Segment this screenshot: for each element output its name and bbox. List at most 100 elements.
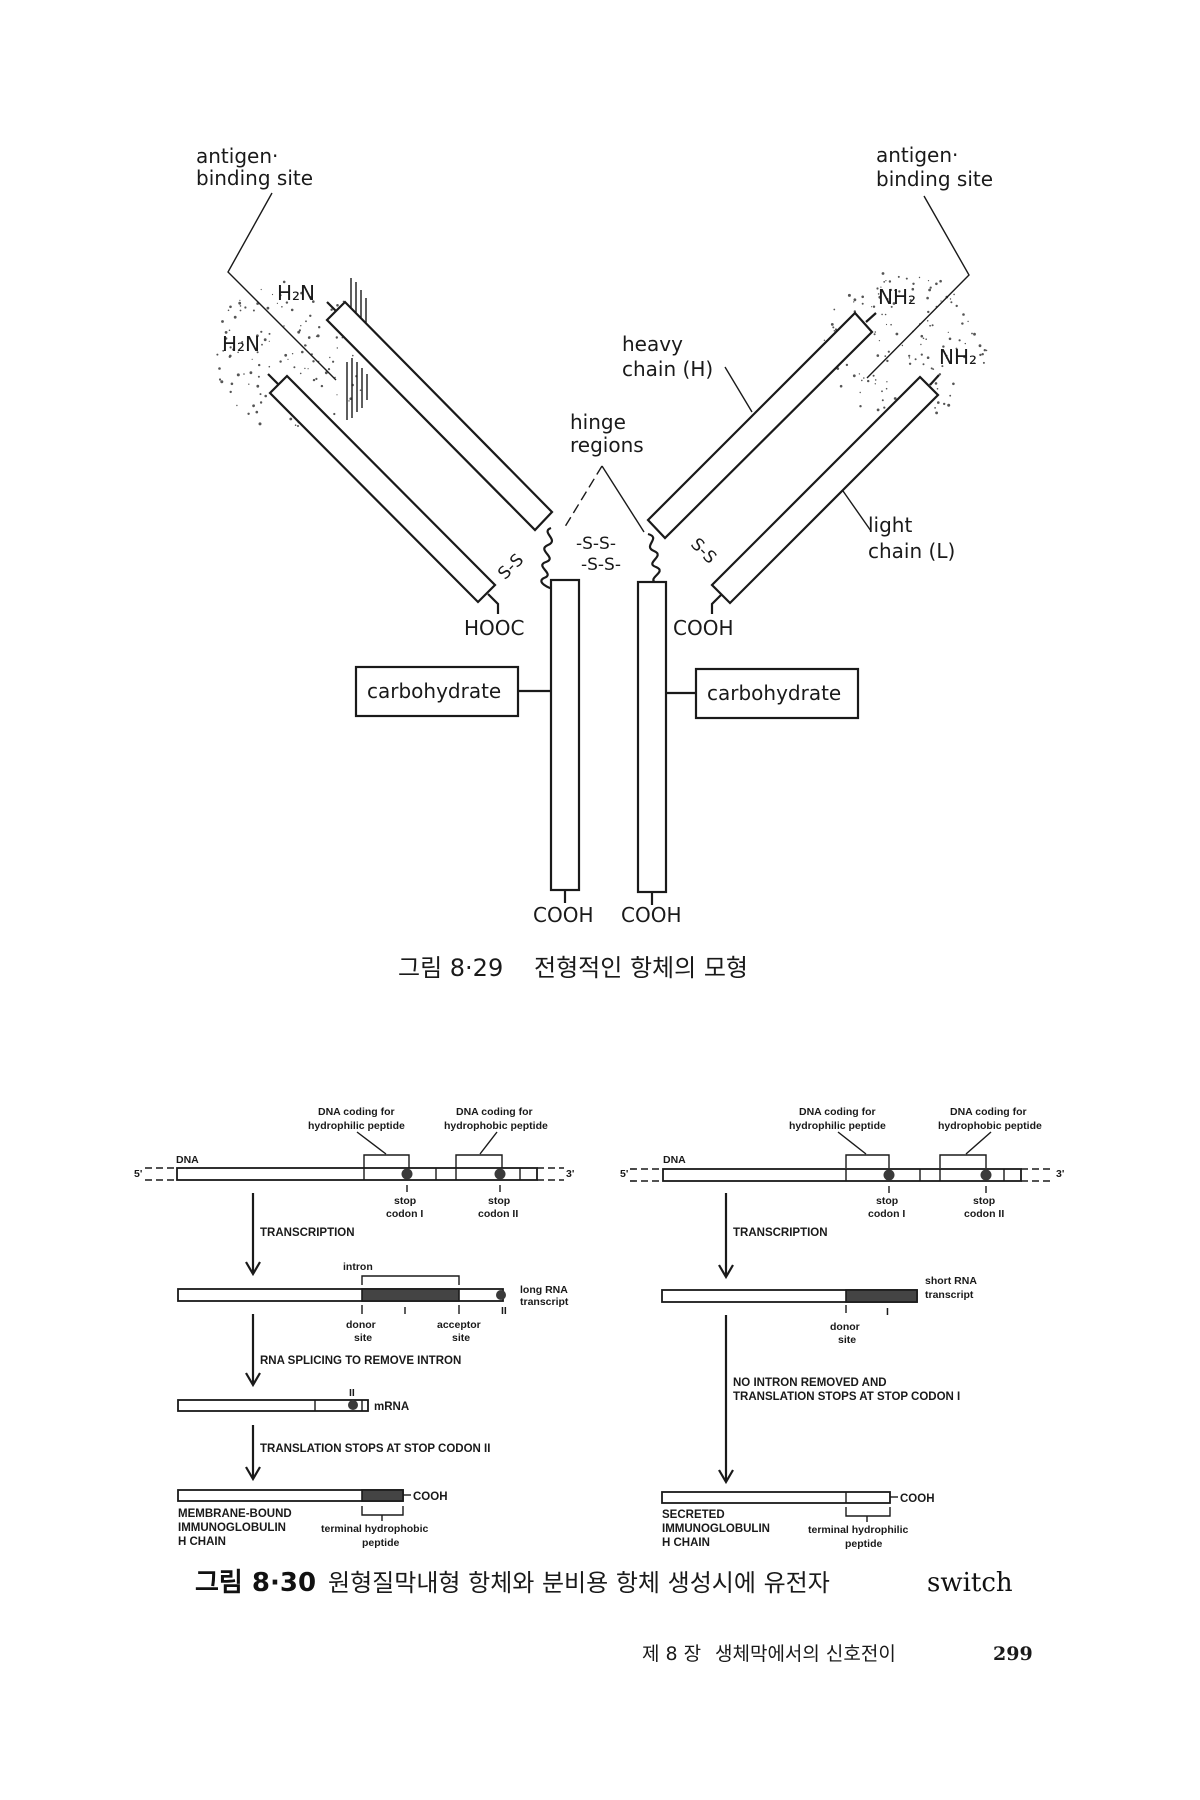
speckle-dot [229,390,232,394]
speckle-dot [285,301,289,304]
figure-8-30-caption: 그림 8·30 원형질막내형 항체와 분비용 항체 생성시에 유전자 switc… [195,1568,1013,1598]
speckle-dot [953,293,955,296]
speckle-dot [861,295,864,299]
label-short-rna-1: short RNA [925,1275,977,1287]
secreted-product-bar [661,1491,891,1504]
label-donor-2-r: site [838,1334,856,1346]
speckle-dot [859,405,862,408]
speckle-dot [887,350,890,353]
bracket-hydrophobic [455,1154,503,1168]
heavy-chain-leader [724,366,753,413]
speckle-dot [884,355,887,357]
speckle-dot [320,384,324,388]
speckle-dot [336,347,338,349]
label-step-transcription: TRANSCRIPTION [260,1227,355,1239]
speckle-dot [228,355,231,358]
speckle-dot [965,349,967,351]
speckle-dot [964,342,966,345]
speckle-dot [955,347,958,350]
speckle-dot [935,411,938,415]
label-donor-2: site [354,1332,372,1344]
caption-text-8-30: 원형질막내형 항체와 분비용 항체 생성시에 유전자 [328,1569,830,1597]
speckle-dot [327,368,331,371]
speckle-dot [983,349,986,352]
light-chain-leader [842,490,872,532]
label-heavy-chain-2: chain (H) [622,357,713,381]
speckle-dot [885,323,888,326]
caption-number: 그림 8·29 [398,954,503,982]
speckle-dot [359,389,362,392]
figure-8-30-right-panel-secreted: DNA coding for hydrophilic peptide DNA c… [620,1106,1064,1550]
speckle-dot [259,393,262,396]
h2n-stub-lower [267,373,279,385]
speckle-dot [931,324,934,327]
speckle-dot [238,301,242,305]
speckle-dot [261,343,263,346]
short-rna-dark-segment [845,1289,918,1303]
label-cooh-bottom-left: COOH [533,903,594,927]
speckle-dot [947,331,949,333]
speckle-dot [927,310,930,314]
speckle-dot [876,408,880,412]
speckle-dot [941,365,944,368]
speckle-dot [330,308,333,311]
speckle-dot [233,315,237,319]
label-disulfide-right: S-S [686,534,720,568]
speckle-dot [971,332,973,335]
page-footer: 제 8 장 생체막에서의 신호전이 299 [642,1643,1033,1665]
speckle-dot [268,365,271,368]
speckle-dot [308,336,311,339]
speckle-dot [859,391,861,394]
speckle-dot [833,330,836,332]
label-stop2-2-r: codon II [964,1208,1004,1220]
hinge-leader-right [601,465,645,533]
speckle-dot [961,322,964,325]
label-marker-ii: II [501,1305,507,1317]
speckle-dot [239,305,242,307]
dna-bar-left [176,1167,538,1181]
label-coding-hydrophilic-2: hydrophilic peptide [308,1120,405,1132]
fc-heavy-chain-right [636,580,668,894]
label-light-chain-2: chain (L) [868,539,955,563]
speckle-dot [890,305,893,308]
speckle-dot [909,299,912,302]
speckle-dot [886,381,888,383]
label-mrna: mRNA [374,1401,409,1413]
footer-chapter: 제 8 장 [642,1643,701,1665]
speckle-dot [897,275,900,278]
speckle-dot [861,302,864,305]
label-antigen-binding-left-1: antigen· [196,144,278,168]
label-product-3: H CHAIN [178,1536,226,1548]
label-coding-hydrophobic-2-r: hydrophobic peptide [938,1120,1042,1132]
speckle-dot [888,280,892,283]
speckle-dot [884,313,887,316]
speckle-dot [279,294,282,297]
label-coding-hydrophobic-1-r: DNA coding for [950,1106,1027,1118]
label-intron: intron [343,1261,373,1273]
speckle-dot [221,320,224,323]
speckle-dot [352,354,354,357]
speckle-dot [297,425,299,427]
speckle-dot [938,373,942,376]
speckle-dot [918,276,921,279]
speckle-dot [881,289,883,291]
speckle-dot [282,280,286,284]
speckle-dot [284,353,288,357]
speckle-dot [929,286,932,289]
speckle-dot [218,367,221,370]
speckle-dot [333,412,336,416]
speckle-dot [885,280,887,282]
speckle-dot [271,293,274,296]
label-light-chain-1: light [868,513,912,537]
speckle-dot [220,380,224,384]
label-step-splicing: RNA SPLICING TO REMOVE INTRON [260,1355,461,1367]
speckle-dot [247,412,250,415]
speckle-dot [243,373,245,375]
speckle-dot [224,331,228,334]
speckle-dot [872,305,876,308]
speckle-dot [950,301,953,304]
figure-8-29-caption: 그림 8·29 전형적인 항체의 모형 [398,954,748,982]
label-product-3-r: H CHAIN [662,1537,710,1549]
label-cooh-bottom-right: COOH [621,903,682,927]
hinge-squiggle-left [540,526,561,596]
